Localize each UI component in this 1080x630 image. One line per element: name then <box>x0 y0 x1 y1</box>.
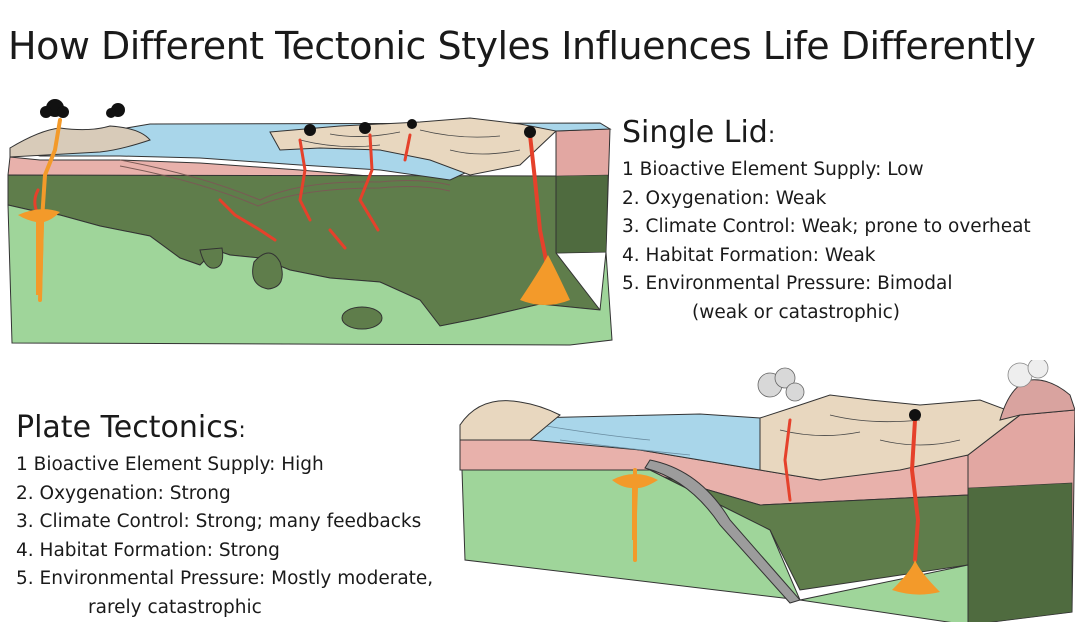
list-item-continuation: rarely catastrophic <box>88 596 262 618</box>
highland-terrain <box>269 117 558 176</box>
list-item: 2. Oxygenation: Weak <box>622 187 827 209</box>
list-item: 5. Environmental Pressure: Bimodal <box>622 273 953 294</box>
plate-tectonics-block-diagram <box>459 360 1075 622</box>
plate-tectonics-heading: Plate Tectonics: <box>16 410 433 445</box>
magma-plume <box>18 209 60 295</box>
plate-tectonics-legend: Plate Tectonics: 1 Bioactive Element Sup… <box>16 410 433 622</box>
highland-terrain <box>759 394 1022 481</box>
list-item: 5. Environmental Pressure: Mostly modera… <box>16 568 434 589</box>
single-lid-block-diagram <box>7 99 613 346</box>
single-lid-heading-text: Single Lid <box>622 115 768 150</box>
highland-terrain <box>459 400 561 441</box>
mountain-range <box>999 379 1075 421</box>
volcanic-plume-icon <box>757 360 1049 421</box>
highland-terrain <box>9 125 151 158</box>
lower-mantle-layer <box>7 204 613 346</box>
plate-tectonics-heading-colon: : <box>238 418 246 443</box>
list-item: 4. Habitat Formation: Weak <box>622 244 876 266</box>
list-item: 3. Climate Control: Weak; prone to overh… <box>622 216 1031 237</box>
mantle-blob <box>341 306 383 330</box>
basin-folds <box>119 159 451 201</box>
list-item: 1 Bioactive Element Supply: High <box>16 454 324 475</box>
list-item: 2. Oxygenation: Strong <box>16 482 231 504</box>
ocean-surface <box>529 413 761 471</box>
subducting-slab <box>644 459 801 604</box>
magma-plume <box>892 560 940 595</box>
page-title: How Different Tectonic Styles Influences… <box>8 24 1036 68</box>
list-item-continuation: (weak or catastrophic) <box>692 301 900 323</box>
magma-plume <box>612 474 658 540</box>
mantle-blob <box>199 247 224 269</box>
single-lid-legend: Single Lid: 1 Bioactive Element Supply: … <box>622 115 1031 327</box>
volcanic-plume-icon <box>40 99 536 138</box>
list-item: 1 Bioactive Element Supply: Low <box>622 159 924 180</box>
single-lid-heading-colon: : <box>767 123 776 148</box>
single-lid-heading: Single Lid: <box>622 115 1031 150</box>
magma-plume <box>520 255 570 305</box>
plate-tectonics-heading-text: Plate Tectonics <box>16 410 239 445</box>
list-item: 3. Climate Control: Strong; many feedbac… <box>16 511 422 532</box>
list-item: 4. Habitat Formation: Strong <box>16 539 280 561</box>
mantle-blob <box>252 252 283 290</box>
